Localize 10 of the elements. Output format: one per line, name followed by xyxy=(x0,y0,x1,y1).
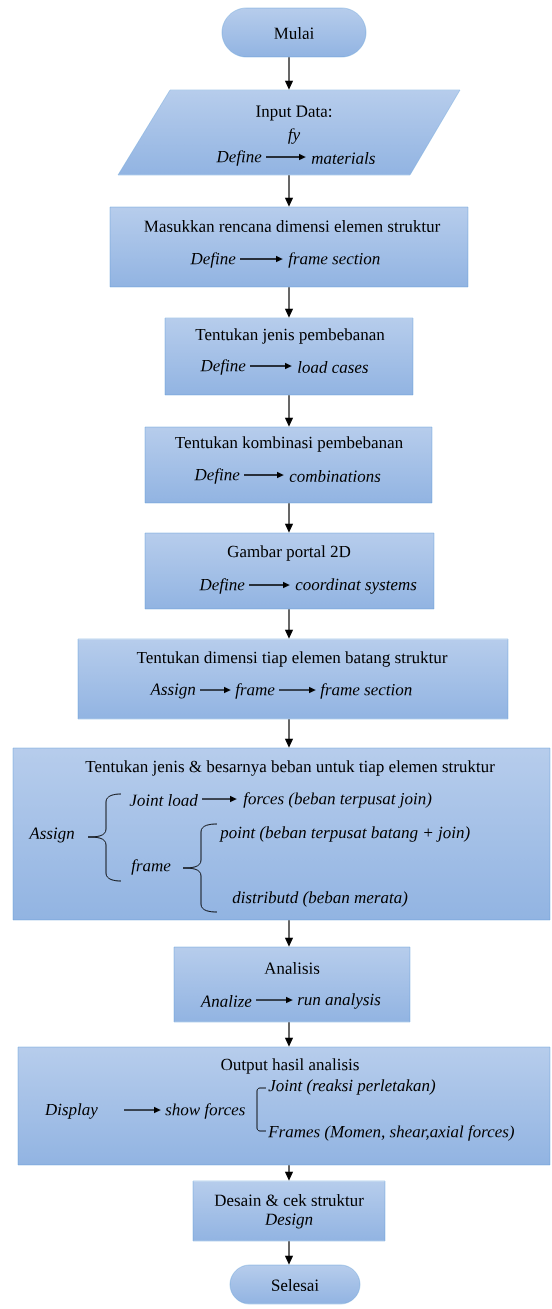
process-box: Analisis Analize run analysis xyxy=(173,946,411,1023)
input-parallelogram: Input Data: fy Define materials xyxy=(117,89,461,176)
process-box: Output hasil analisis Display show forces Joint (reaksi perletakan) Frames (Momen, shear,axial forces) xyxy=(17,1046,551,1166)
process-box: Tentukan dimensi tiap elemen batang struktur Assign frame frame section xyxy=(77,638,509,720)
process-box: Tentukan kombinasi pembebanan Define combinations xyxy=(144,426,433,504)
process-box: Masukkan rencana dimensi elemen struktur Define frame section xyxy=(109,206,469,288)
process-box: Tentukan jenis & besarnya beban untuk tiap elemen struktur Assign Joint load forces (beban terpusat join) point (beban terpusat batang + join) frame distributd (beban merata) xyxy=(12,747,551,921)
process-box: Tentukan jenis pembebanan Define load cases xyxy=(164,317,414,396)
process-box: Desain & cek struktur Design xyxy=(192,1180,386,1242)
process-box: Gambar portal 2D Define coordinat systems xyxy=(144,532,435,610)
